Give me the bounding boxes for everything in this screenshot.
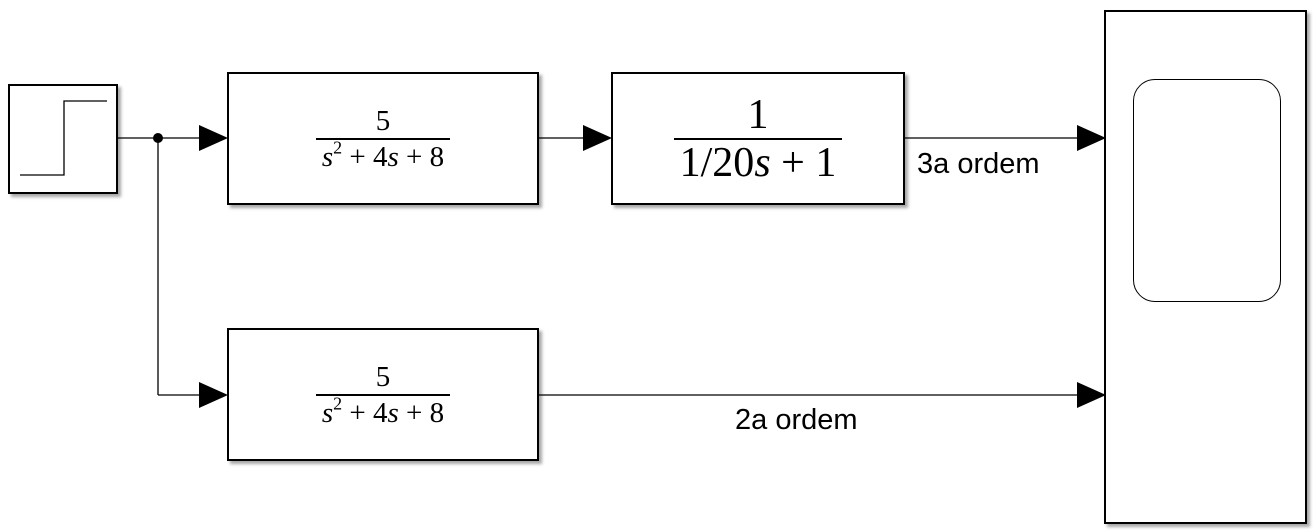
- tf-pole-denominator: 1/20s + 1: [679, 139, 837, 186]
- transfer-fcn-lower[interactable]: 5 s2 + 4s + 8: [227, 328, 539, 461]
- tf-upper-denominator: s2 + 4s + 8: [321, 136, 445, 173]
- scope-block[interactable]: [1104, 10, 1307, 524]
- tf-pole-numerator: 1: [747, 91, 769, 138]
- transfer-fcn-pole-fraction: 1 1/20s + 1: [673, 91, 843, 186]
- tf-lower-numerator: 5: [375, 360, 391, 393]
- arrow-pole-input: [583, 125, 612, 151]
- arrow-upper-tf-input: [199, 125, 228, 151]
- scope-screen-icon: [1133, 79, 1281, 302]
- step-icon: [20, 100, 107, 176]
- branch-point: [153, 133, 163, 143]
- transfer-fcn-upper[interactable]: 5 s2 + 4s + 8: [227, 72, 539, 205]
- arrow-lower-tf-input: [199, 382, 228, 408]
- signal-label-upper[interactable]: 3a ordem: [917, 148, 1040, 180]
- tf-lower-denominator: s2 + 4s + 8: [321, 392, 445, 429]
- signal-label-lower[interactable]: 2a ordem: [735, 404, 858, 436]
- arrow-scope-input-1: [1077, 125, 1106, 151]
- arrow-scope-input-2: [1077, 382, 1106, 408]
- step-source-block[interactable]: [8, 84, 118, 194]
- tf-upper-numerator: 5: [375, 104, 391, 137]
- transfer-fcn-pole[interactable]: 1 1/20s + 1: [611, 72, 905, 205]
- transfer-fcn-upper-fraction: 5 s2 + 4s + 8: [315, 104, 451, 174]
- transfer-fcn-lower-fraction: 5 s2 + 4s + 8: [315, 360, 451, 430]
